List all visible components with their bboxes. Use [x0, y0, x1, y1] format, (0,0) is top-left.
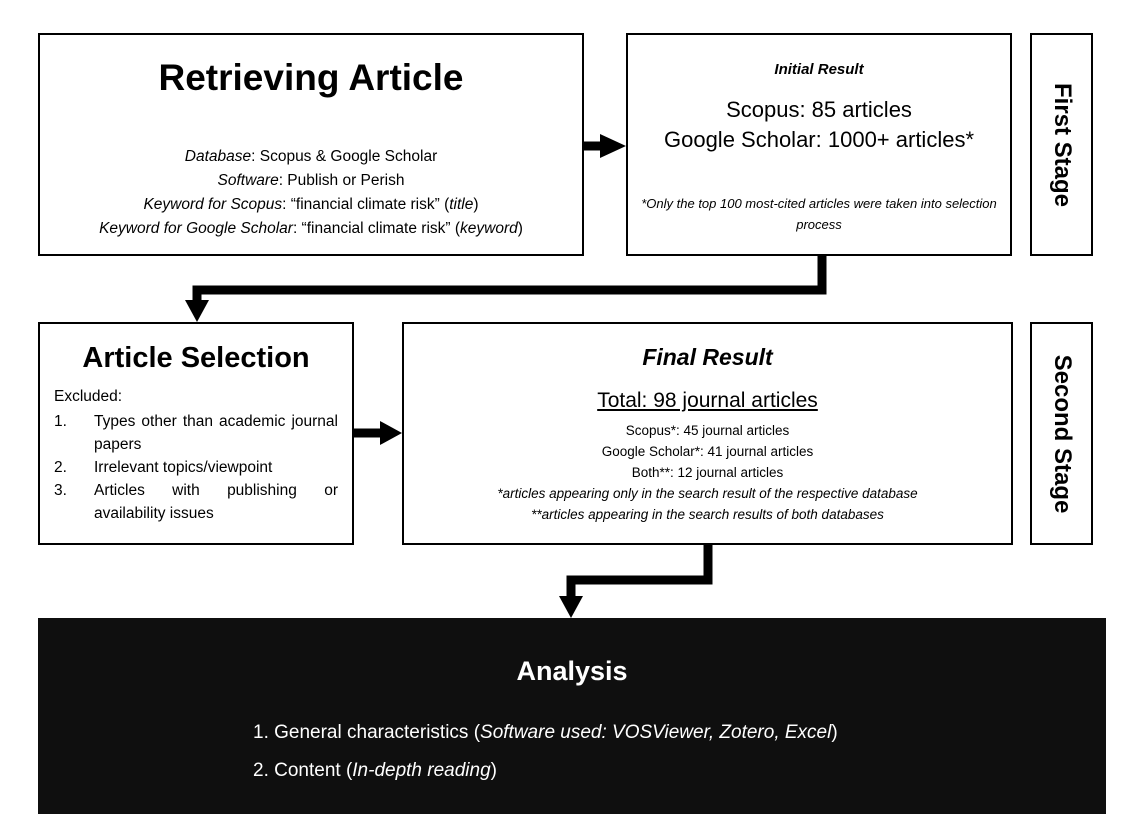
excluded-label: Excluded:	[54, 388, 123, 405]
scopus-count: Scopus: 85 articles	[726, 97, 912, 122]
database-line: Database: Scopus & Google Scholar	[184, 148, 438, 165]
exclusion-item: 1.Types other than academic journal pape…	[54, 413, 338, 453]
second-stage-text: Second Stage	[1048, 354, 1076, 513]
exclusion-list: 1.Types other than academic journal pape…	[54, 410, 338, 525]
arrow-final-to-analysis	[559, 545, 713, 618]
arrow-selection-to-final	[354, 421, 402, 445]
arrow-retrieving-to-initial	[584, 134, 626, 158]
initial-result-counts: Scopus: 85 articles Google Scholar: 1000…	[628, 95, 1010, 155]
analysis-title: Analysis	[516, 656, 628, 686]
google-scholar-count: Google Scholar: 1000+ articles*	[663, 127, 975, 152]
second-stage-label: Second Stage	[1030, 322, 1093, 545]
first-stage-label: First Stage	[1030, 33, 1093, 256]
article-selection-box: Article Selection Excluded: 1.Types othe…	[38, 322, 354, 545]
final-note-1: *articles appearing only in the search r…	[497, 486, 918, 501]
final-note-2: **articles appearing in the search resul…	[531, 507, 884, 522]
final-result-title: Final Result	[642, 344, 773, 370]
scopus-keyword-line: Keyword for Scopus: “financial climate r…	[143, 196, 479, 213]
final-google-scholar: Google Scholar*: 41 journal articles	[601, 444, 814, 459]
initial-result-note: *Only the top 100 most-cited articles we…	[641, 196, 997, 232]
google-keyword-line: Keyword for Google Scholar: “financial c…	[99, 220, 523, 237]
analysis-item-general: 1. General characteristics (Software use…	[253, 722, 838, 743]
final-scopus: Scopus*: 45 journal articles	[625, 423, 790, 438]
exclusion-item: 3.Articles with publishing or availabili…	[54, 482, 338, 522]
arrow-initial-to-selection	[185, 256, 827, 322]
software-line: Software: Publish or Perish	[217, 172, 405, 189]
article-selection-title: Article Selection	[82, 342, 310, 374]
final-both: Both**: 12 journal articles	[631, 465, 784, 480]
final-result-box: Final Result Total: 98 journal articles …	[402, 322, 1013, 545]
final-total: Total: 98 journal articles	[597, 389, 818, 412]
exclusion-item: 2.Irrelevant topics/viewpoint	[54, 459, 273, 476]
initial-result-heading: Initial Result	[774, 61, 864, 78]
retrieving-article-details: Database: Scopus & Google Scholar Softwa…	[40, 145, 582, 241]
final-result-details: Scopus*: 45 journal articles Google Scho…	[404, 420, 1011, 525]
analysis-list: 1. General characteristics (Software use…	[253, 714, 838, 790]
retrieving-article-title: Retrieving Article	[158, 57, 464, 98]
retrieving-article-box: Retrieving Article Database: Scopus & Go…	[38, 33, 584, 256]
analysis-box: Analysis 1. General characteristics (Sof…	[38, 618, 1106, 814]
initial-result-box: Initial Result Scopus: 85 articles Googl…	[626, 33, 1012, 256]
first-stage-text: First Stage	[1048, 82, 1076, 207]
analysis-item-content: 2. Content (In-depth reading)	[253, 760, 497, 781]
